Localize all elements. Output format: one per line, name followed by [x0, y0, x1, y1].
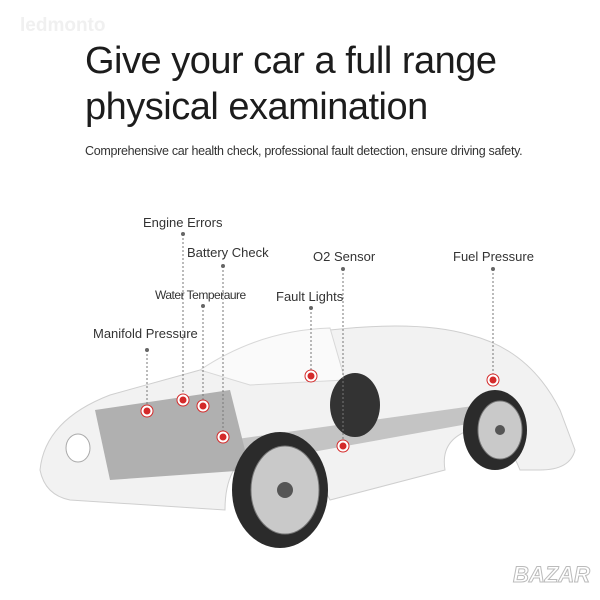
- marker-fault-lights: [304, 369, 318, 383]
- label-water-temperature: Water Temperaure: [155, 288, 246, 302]
- subtitle: Comprehensive car health check, professi…: [85, 144, 523, 158]
- label-battery-check: Battery Check: [187, 245, 269, 260]
- marker-water-temp: [196, 399, 210, 413]
- watermark: ledmonto: [20, 15, 106, 36]
- front-headlight: [65, 433, 91, 463]
- marker-manifold-pressure: [140, 404, 154, 418]
- headline-line-2: physical examination: [85, 86, 428, 128]
- label-engine-errors: Engine Errors: [143, 215, 223, 230]
- label-manifold-pressure: Manifold Pressure: [93, 326, 198, 341]
- callout-lines: [146, 234, 494, 445]
- headline: Give your car a full range physical exam…: [85, 38, 497, 130]
- bazar-logo: BAZAR: [513, 562, 591, 588]
- marker-fuel-pressure: [486, 373, 500, 387]
- engine-block: [95, 390, 250, 480]
- rear-wheel-icon: [463, 390, 527, 470]
- headline-line-1: Give your car a full range: [85, 40, 497, 82]
- label-fault-lights: Fault Lights: [276, 289, 344, 304]
- marker-battery-check: [216, 430, 230, 444]
- windshield: [198, 327, 346, 386]
- sensor-markers: [140, 369, 500, 453]
- marker-engine-errors: [176, 393, 190, 407]
- label-o2-sensor: O2 Sensor: [313, 249, 376, 264]
- back-wheel-middle-icon: [330, 373, 380, 437]
- front-wheel-icon: [232, 432, 328, 548]
- marker-o2-sensor: [336, 439, 350, 453]
- callout-anchor-dots: [145, 232, 495, 352]
- label-fuel-pressure: Fuel Pressure: [453, 249, 534, 264]
